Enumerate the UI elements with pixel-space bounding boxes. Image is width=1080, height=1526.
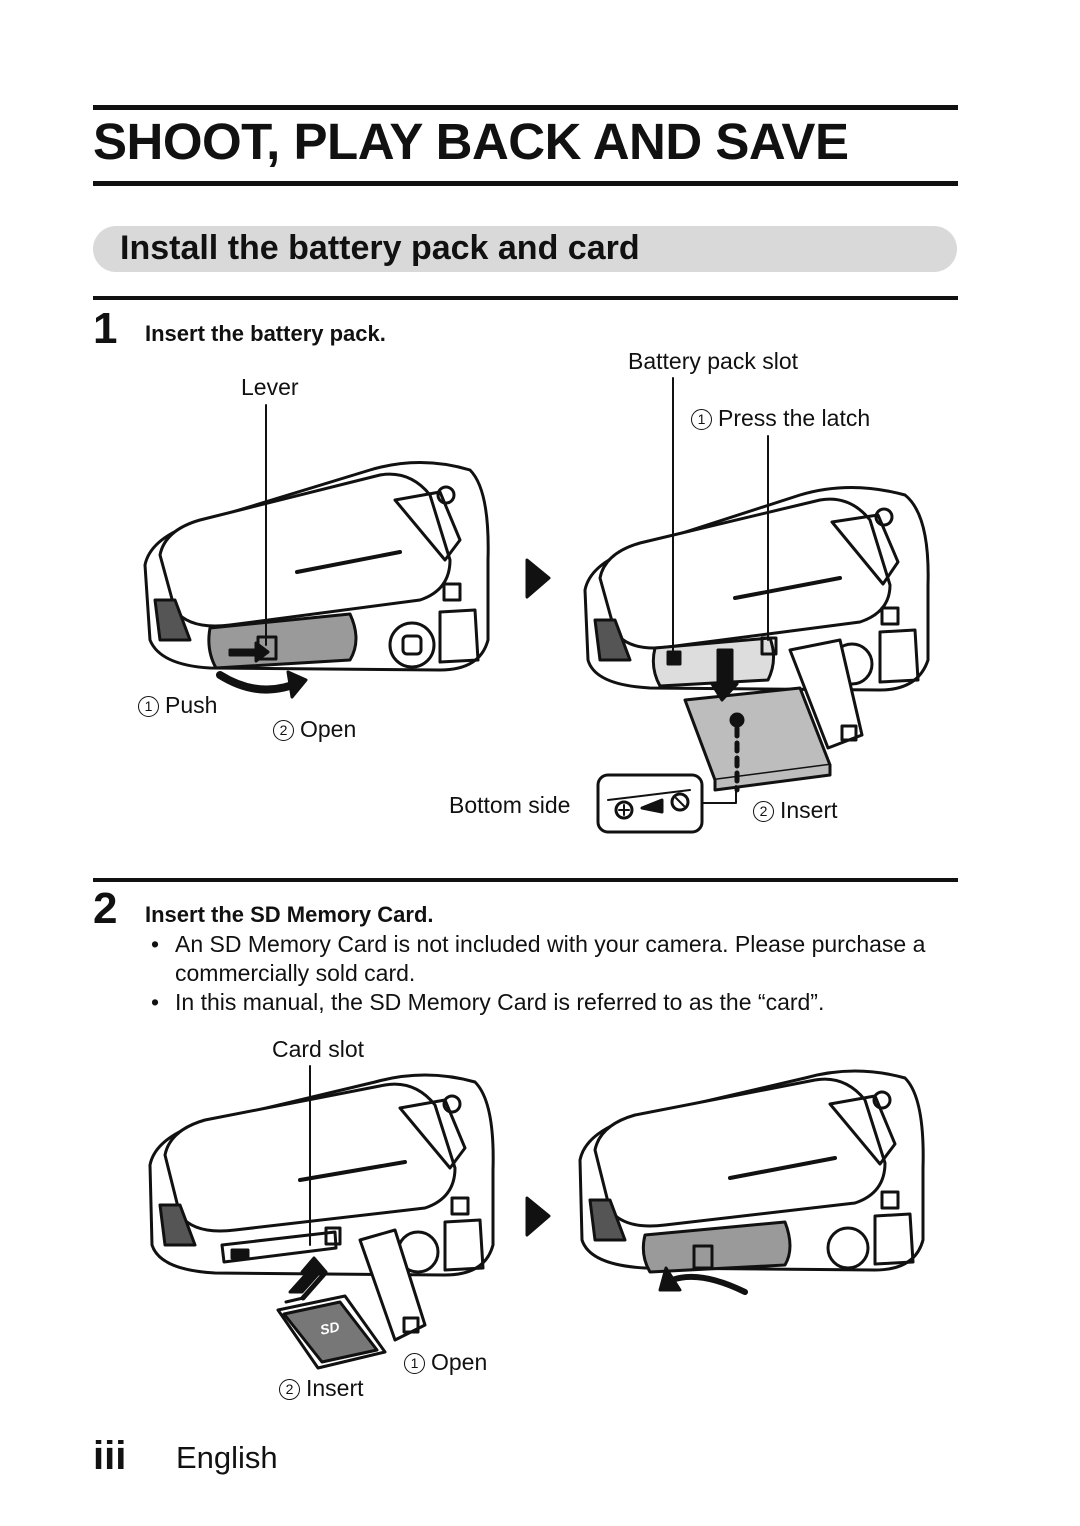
- card-slot-label: Card slot: [272, 1036, 365, 1062]
- step-marker-2: 2: [753, 801, 774, 822]
- camera-illustration-4: [578, 1069, 925, 1295]
- step2-rule: [93, 878, 958, 882]
- battery-slot-label: Battery pack slot: [628, 348, 799, 374]
- step-marker-1: 1: [404, 1353, 425, 1374]
- page-title: SHOOT, PLAY BACK AND SAVE: [93, 113, 849, 170]
- step2-bullet-2: • In this manual, the SD Memory Card is …: [151, 989, 825, 1015]
- title-rule-top: [93, 105, 958, 110]
- step-marker-2: 2: [273, 720, 294, 741]
- title-rule-bottom: [93, 181, 958, 186]
- bottom-side-label: Bottom side: [449, 792, 571, 818]
- step2-number: 2: [93, 884, 118, 933]
- lever-label: Lever: [241, 374, 299, 400]
- camera-illustration-2: [583, 486, 930, 793]
- section-header-bar: [93, 226, 957, 272]
- section-title: Install the battery pack and card: [120, 229, 640, 267]
- bullet-marker: •: [151, 989, 160, 1015]
- step-marker-1: 1: [691, 409, 712, 430]
- page-number: iii: [93, 1434, 127, 1478]
- step2-bullet-1: • An SD Memory Card is not included with…: [151, 931, 926, 986]
- language-label: English: [176, 1440, 278, 1475]
- camera-illustration-1: [143, 461, 490, 699]
- step1-title: Insert the battery pack.: [145, 321, 386, 346]
- step2-title: Insert the SD Memory Card.: [145, 902, 434, 927]
- step-marker-1: 1: [138, 696, 159, 717]
- step1-rule: [93, 296, 958, 300]
- bullet-marker: •: [151, 931, 160, 957]
- step-marker-2: 2: [279, 1379, 300, 1400]
- step1-number: 1: [93, 304, 118, 353]
